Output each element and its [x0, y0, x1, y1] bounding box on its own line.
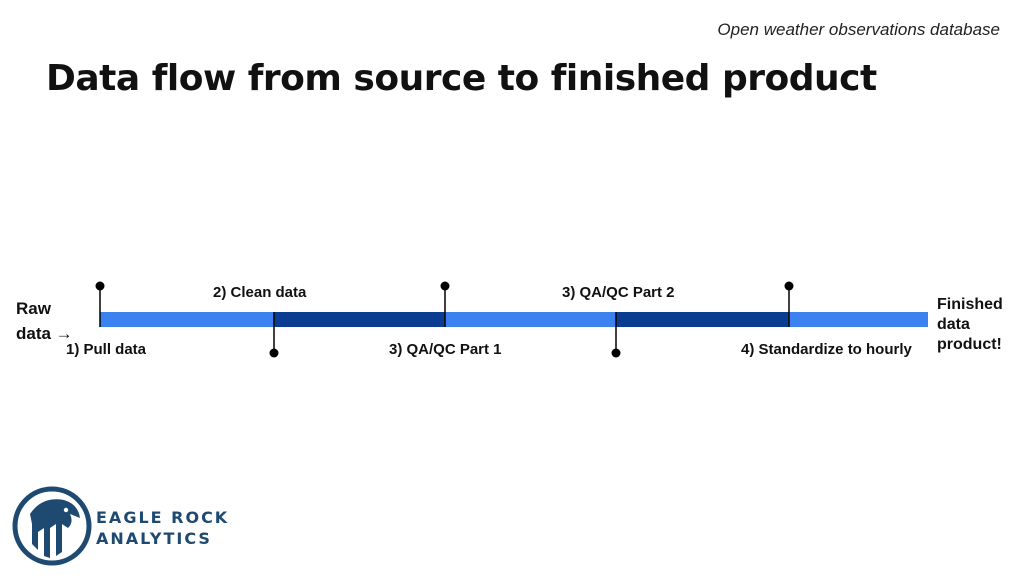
finished-label-line1: Finished — [937, 296, 1003, 313]
step-label-qaqc-2: 3) QA/QC Part 2 — [562, 284, 675, 301]
raw-data-label-line2: data → — [16, 324, 73, 343]
page-subtitle: Open weather observations database — [717, 20, 1000, 39]
segment-qaqc-1 — [445, 312, 616, 327]
logo-line2: ANALYTICS — [96, 529, 212, 548]
segment-qaqc-2 — [616, 312, 789, 327]
step-label-qaqc-1: 3) QA/QC Part 1 — [389, 341, 502, 358]
step-label-clean: 2) Clean data — [213, 284, 307, 301]
logo-line1: EAGLE ROCK — [96, 508, 230, 527]
eagle-rock-logo — [12, 486, 92, 566]
eagle-emblem-icon — [12, 486, 92, 566]
logo-wordmark: EAGLE ROCK ANALYTICS — [96, 507, 229, 549]
segment-pull — [100, 312, 274, 327]
step-label-pull: 1) Pull data — [66, 341, 147, 358]
finished-label-line2: data — [937, 316, 970, 333]
finished-label-line3: product! — [937, 336, 1002, 353]
marker-up-2 — [440, 281, 450, 327]
finished-product-label: Finished data product! — [937, 295, 1017, 355]
page-title: Data flow from source to finished produc… — [46, 58, 877, 99]
raw-data-label: Raw data → — [16, 296, 73, 346]
marker-up-1 — [95, 281, 105, 327]
marker-down-2 — [611, 312, 621, 358]
segment-standardize — [789, 312, 928, 327]
marker-down-1 — [269, 312, 279, 358]
raw-data-label-line1: Raw — [16, 299, 51, 318]
marker-up-3 — [784, 281, 794, 327]
step-label-standardize: 4) Standardize to hourly — [741, 341, 912, 358]
segment-clean — [274, 312, 445, 327]
